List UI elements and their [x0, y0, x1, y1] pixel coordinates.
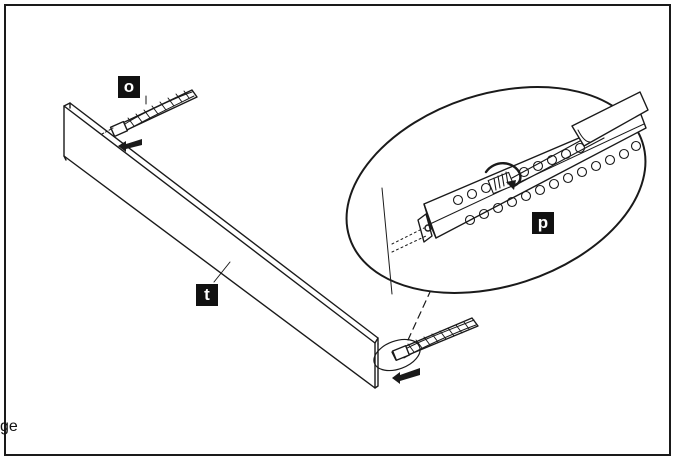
callout-label-p: p: [532, 212, 554, 234]
screwdriver-icon: [511, 91, 649, 187]
callout-label-t: t: [196, 284, 218, 306]
arrow-left-icon: [118, 139, 142, 152]
detail-marker: [373, 338, 421, 372]
clipped-caption-text: ge: [0, 418, 18, 435]
magnified-detail: [345, 86, 649, 295]
screw-icon: [391, 317, 479, 361]
screw-icon: [101, 89, 198, 138]
callout-label-o: o: [118, 76, 140, 98]
screw-icon: [487, 171, 515, 195]
arrow-left-icon: [392, 368, 420, 384]
panel: [63, 102, 379, 389]
